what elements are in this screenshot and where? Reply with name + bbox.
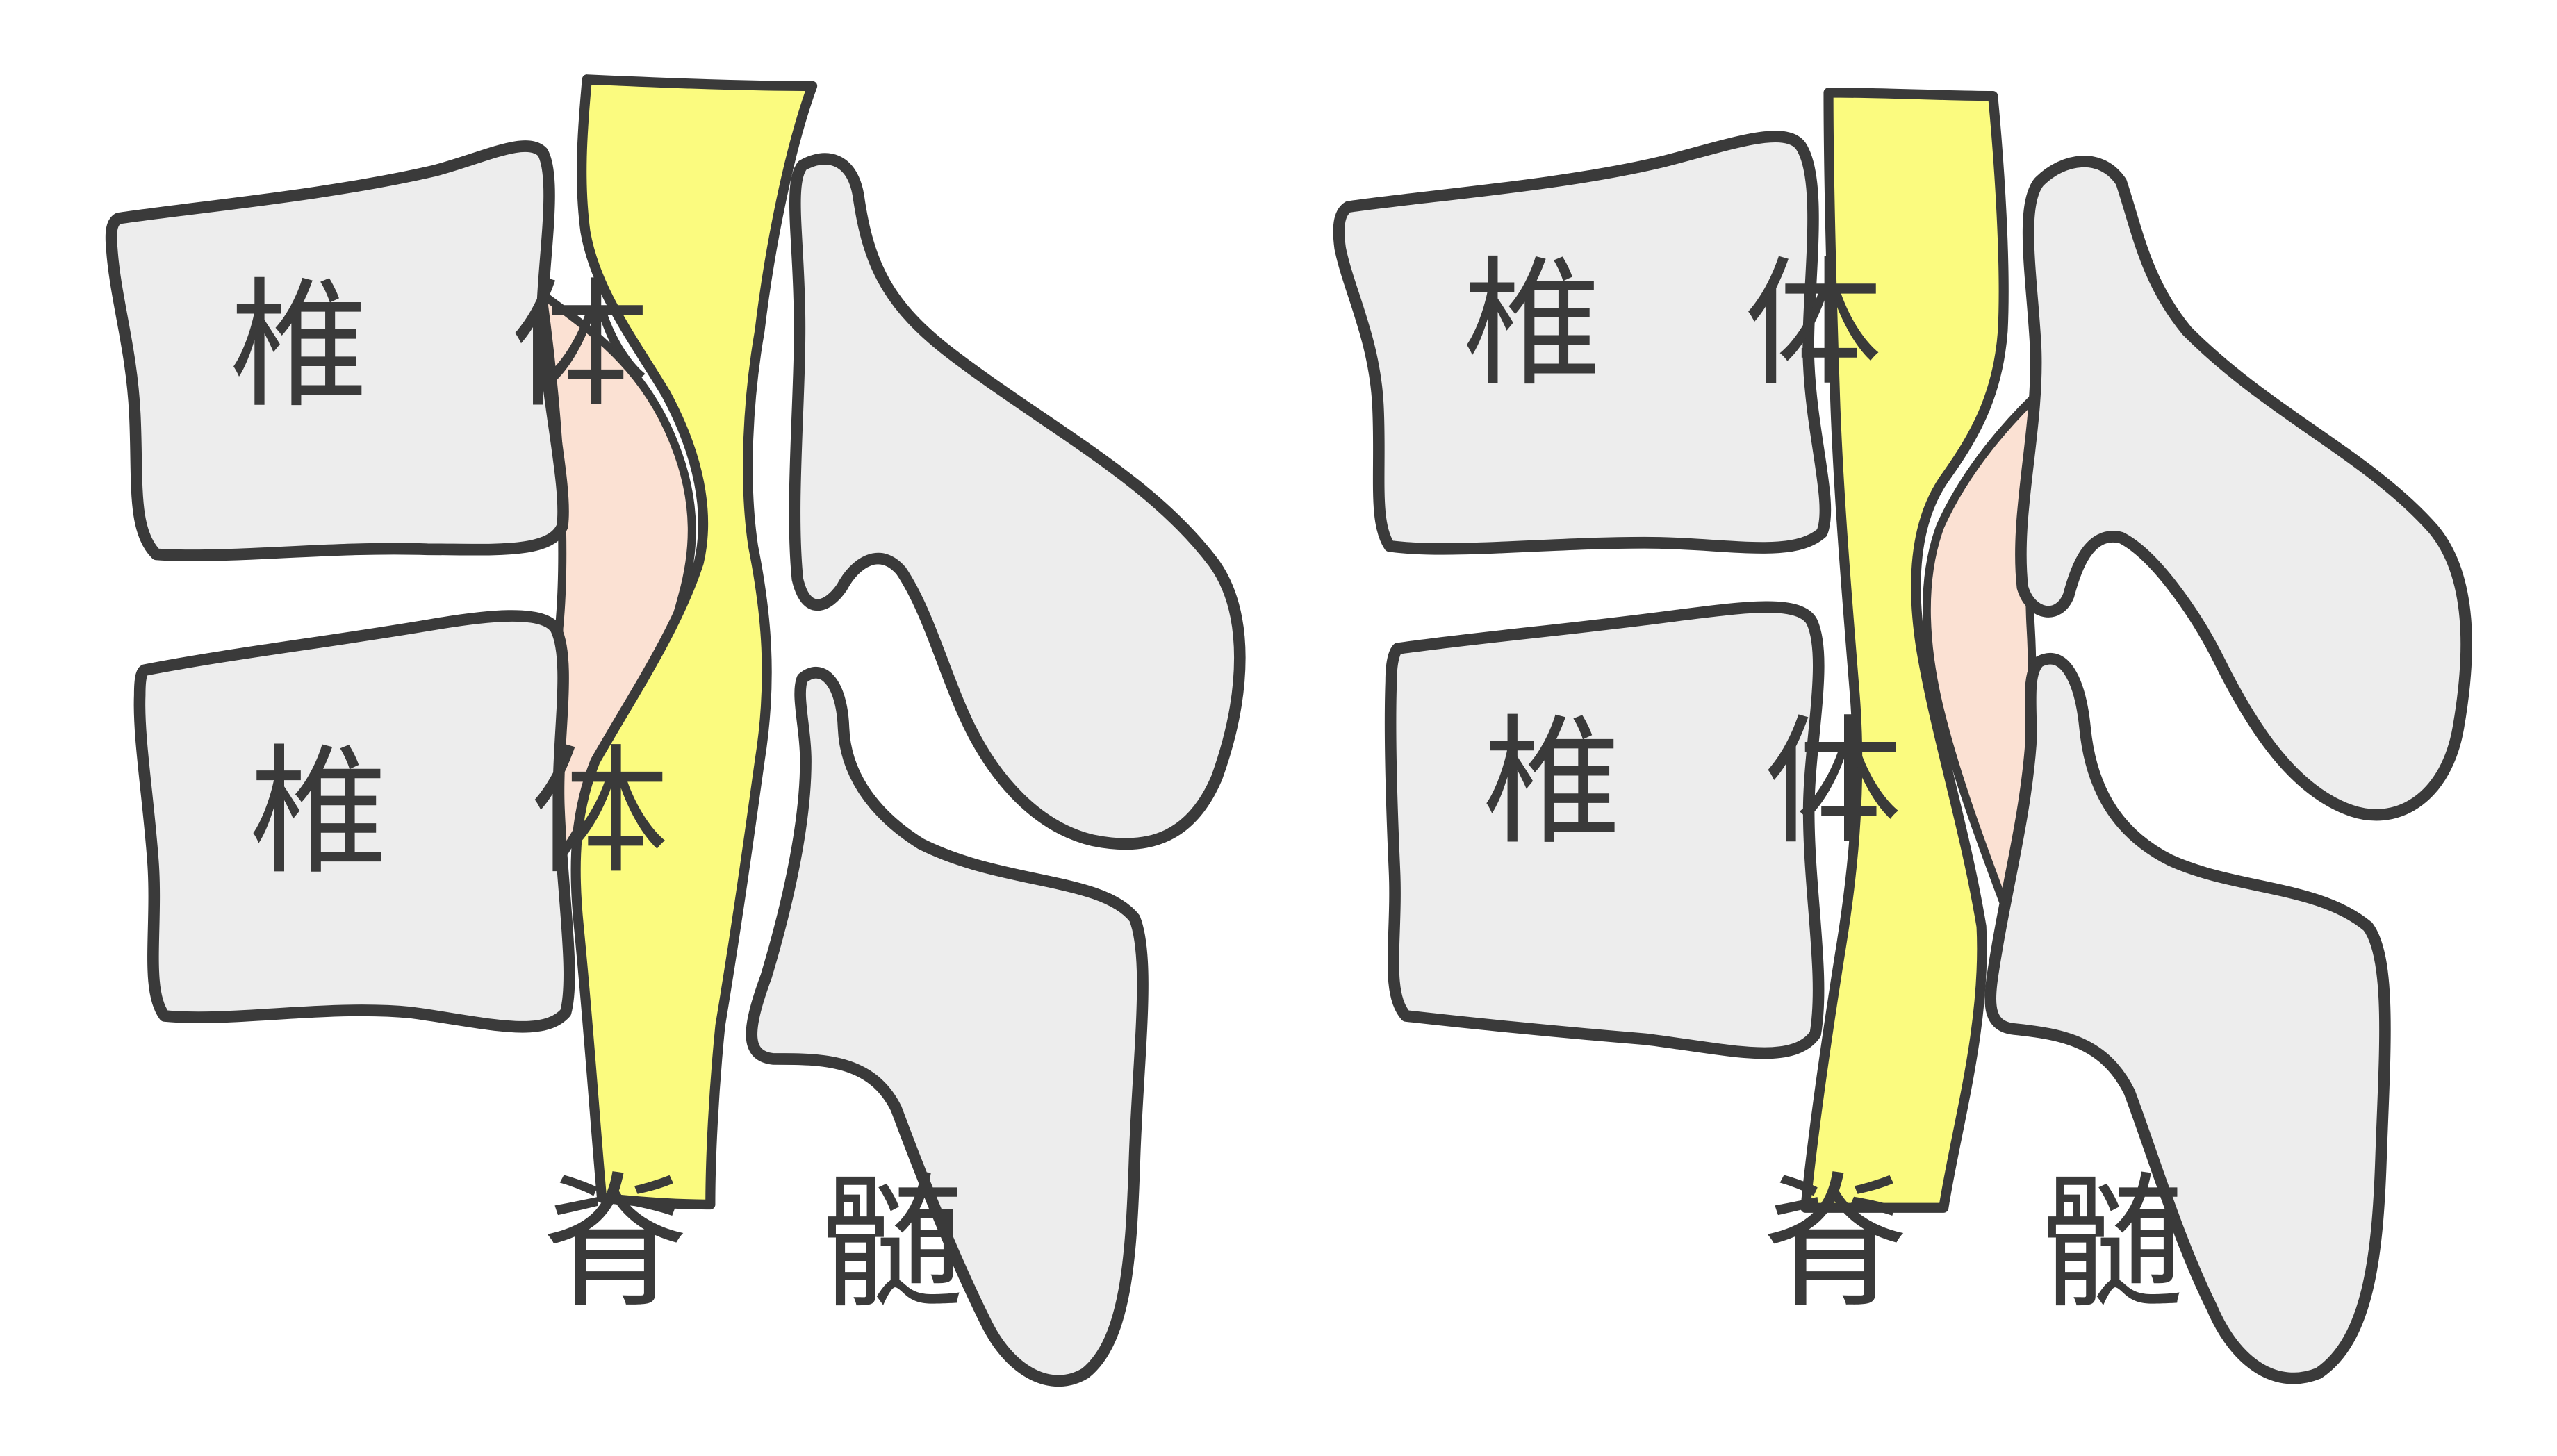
vertebral-body-upper-right bbox=[1333, 131, 1832, 555]
label-spinal-cord-left: 脊 髄 bbox=[543, 1159, 1006, 1329]
label-vertebral-body-upper-right: 椎 体 bbox=[1463, 244, 1932, 406]
label-vertebral-body-lower-right: 椎 体 bbox=[1483, 702, 1952, 864]
vertebral-body-lower-right bbox=[1384, 601, 1825, 1059]
label-vertebral-body-lower-left: 椎 体 bbox=[250, 732, 718, 894]
panel-right: 椎 体 椎 体 脊 髄 bbox=[1333, 88, 2472, 1384]
posterior-element-upper-left bbox=[789, 153, 1246, 850]
posterior-element-lower-right bbox=[1984, 652, 2391, 1384]
spinal-cord-left bbox=[570, 74, 818, 1210]
label-spinal-cord-right: 脊 髄 bbox=[1763, 1159, 2226, 1329]
vertebral-body-upper-left bbox=[105, 140, 569, 561]
posterior-element-upper-right bbox=[2015, 156, 2472, 821]
panel-left: 椎 体 椎 体 脊 髄 bbox=[105, 74, 1246, 1387]
spinal-cord-right bbox=[1800, 88, 2009, 1213]
vertebral-body-lower-left bbox=[133, 610, 575, 1033]
label-vertebral-body-upper-left: 椎 体 bbox=[230, 265, 698, 427]
posterior-element-lower-left bbox=[746, 666, 1149, 1387]
